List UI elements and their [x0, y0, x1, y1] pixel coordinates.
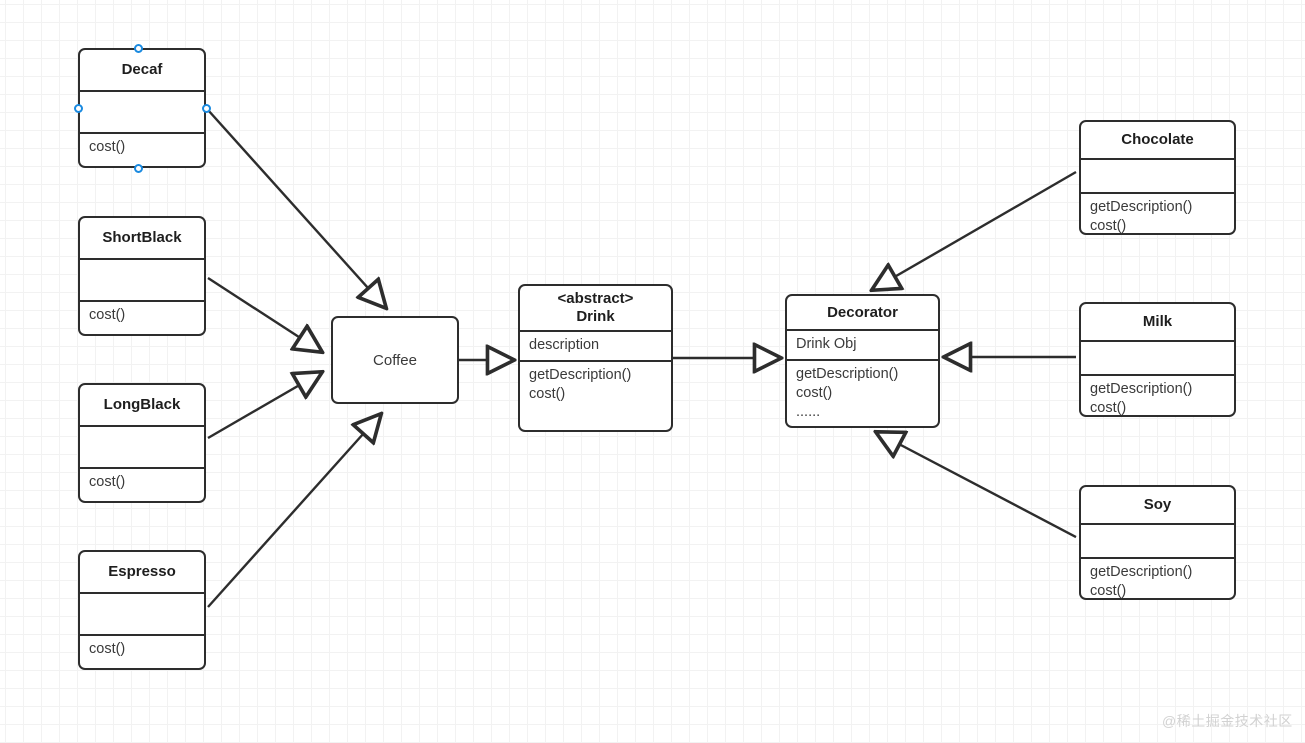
compartment-divider — [80, 300, 204, 302]
compartment-divider — [80, 467, 204, 469]
edge-longblack-coffee — [207, 372, 322, 440]
class-attributes-chocolate — [1081, 160, 1234, 192]
class-attributes-soy — [1081, 525, 1234, 557]
class-methods-shortblack: cost() — [89, 307, 126, 323]
class-node-chocolate[interactable]: Chocolate getDescription() cost() — [1079, 120, 1236, 235]
class-title-chocolate: Chocolate — [1121, 131, 1194, 149]
class-attributes-longblack — [80, 427, 204, 467]
class-title-decorator: Decorator — [827, 303, 898, 321]
compartment-divider — [1081, 557, 1234, 559]
class-node-decaf[interactable]: Decaf cost() — [78, 48, 206, 168]
compartment-divider — [1081, 158, 1234, 160]
class-attributes-espresso — [80, 594, 204, 634]
class-attributes-decaf — [80, 92, 204, 132]
selection-handle-right[interactable] — [201, 103, 211, 113]
compartment-divider — [520, 360, 671, 362]
compartment-divider — [80, 258, 204, 260]
edge-chocolate-decorator — [872, 170, 1077, 290]
class-methods-decaf: cost() — [89, 139, 126, 155]
class-methods-drink: getDescription() cost() — [529, 367, 632, 403]
compartment-divider — [80, 132, 204, 134]
class-attributes-decorator: Drink Obj — [796, 336, 857, 352]
class-title-longblack: LongBlack — [103, 396, 181, 414]
class-title-milk: Milk — [1142, 313, 1173, 331]
compartment-divider — [80, 592, 204, 594]
compartment-divider — [787, 329, 938, 331]
watermark: @稀土掘金技术社区 — [1162, 713, 1293, 729]
class-title-espresso: Espresso — [108, 563, 176, 581]
class-title-drink: <abstract> Drink — [557, 290, 634, 325]
compartment-divider — [520, 330, 671, 332]
class-methods-milk: getDescription() cost() — [1090, 381, 1193, 415]
class-title-decaf: Decaf — [121, 61, 163, 79]
class-node-milk[interactable]: Milk getDescription() cost() — [1079, 302, 1236, 417]
compartment-divider — [80, 425, 204, 427]
class-node-drink[interactable]: <abstract> Drink description getDescript… — [518, 284, 673, 432]
class-methods-longblack: cost() — [89, 474, 126, 490]
class-node-coffee[interactable]: Coffee — [331, 316, 459, 404]
class-node-soy[interactable]: Soy getDescription() cost() — [1079, 485, 1236, 600]
selection-handle-top[interactable] — [133, 43, 143, 53]
selection-handle-bottom[interactable] — [133, 163, 143, 173]
selection-handle-left[interactable] — [73, 103, 83, 113]
edge-espresso-coffee — [207, 414, 381, 608]
compartment-divider — [1081, 192, 1234, 194]
class-attributes-milk — [1081, 342, 1234, 374]
class-methods-soy: getDescription() cost() — [1090, 564, 1193, 598]
edge-shortblack-coffee — [207, 276, 322, 352]
class-node-shortblack[interactable]: ShortBlack cost() — [78, 216, 206, 336]
class-title-coffee: Coffee — [373, 351, 417, 369]
edge-soy-decorator — [876, 432, 1077, 539]
compartment-divider — [787, 359, 938, 361]
class-methods-chocolate: getDescription() cost() — [1090, 199, 1193, 233]
compartment-divider — [80, 634, 204, 636]
class-attributes-shortblack — [80, 260, 204, 300]
edge-decaf-coffee — [207, 109, 386, 308]
class-node-decorator[interactable]: Decorator Drink Obj getDescription() cos… — [785, 294, 940, 428]
class-node-espresso[interactable]: Espresso cost() — [78, 550, 206, 670]
class-title-shortblack: ShortBlack — [102, 229, 182, 247]
class-methods-espresso: cost() — [89, 641, 126, 657]
compartment-divider — [1081, 340, 1234, 342]
class-title-soy: Soy — [1143, 496, 1172, 514]
compartment-divider — [1081, 523, 1234, 525]
compartment-divider — [1081, 374, 1234, 376]
class-node-longblack[interactable]: LongBlack cost() — [78, 383, 206, 503]
compartment-divider — [80, 90, 204, 92]
class-attributes-drink: description — [529, 337, 600, 353]
class-methods-decorator: getDescription() cost() ...... — [796, 366, 899, 421]
